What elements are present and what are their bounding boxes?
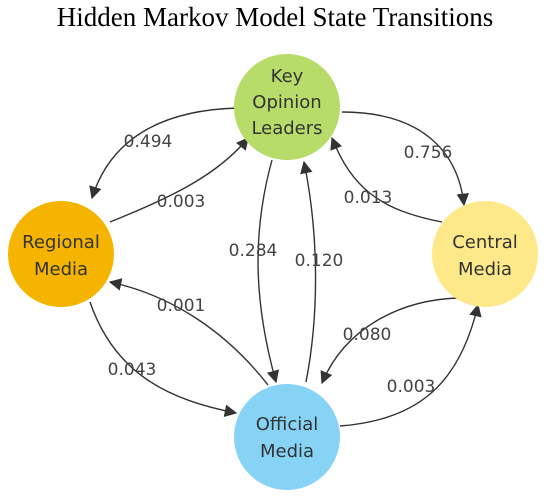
node-label-line: Media: [34, 259, 88, 280]
node-circle: [234, 384, 340, 490]
edge-official-to-kol: [300, 160, 317, 383]
node-official-media: Official Media: [234, 384, 340, 490]
node-label-line: Media: [458, 259, 512, 280]
edge-label-kol-to-official: 0.284: [229, 241, 278, 261]
edge-central-to-official: [320, 297, 459, 385]
node-circle: [234, 54, 340, 160]
node-label-line: Central: [452, 232, 518, 253]
node-regional-media: Regional Media: [8, 201, 114, 307]
edge-official-to-regional: [108, 278, 269, 386]
node-circle: [432, 201, 538, 307]
edge-label-official-to-regional: 0.001: [157, 296, 206, 316]
edge-label-official-to-central: 0.003: [387, 377, 436, 397]
edge-label-kol-to-regional: 0.494: [124, 132, 173, 152]
edge-label-kol-to-central: 0.756: [404, 143, 453, 163]
node-label-line: Regional: [22, 232, 100, 253]
diagram-title: Hidden Markov Model State Transitions: [56, 2, 494, 32]
node-label-line: Media: [260, 441, 314, 462]
node-label-line: Leaders: [251, 118, 322, 139]
edge-label-official-to-kol: 0.120: [295, 251, 344, 271]
node-circle: [8, 201, 114, 307]
edge-kol-to-regional: [89, 107, 239, 200]
edge-label-regional-to-kol: 0.003: [157, 192, 206, 212]
edge-label-central-to-official: 0.080: [343, 325, 392, 345]
edge-regional-to-official: [89, 301, 238, 417]
edge-label-regional-to-official: 0.043: [108, 360, 157, 380]
edge-regional-to-kol: [109, 137, 249, 223]
edge-kol-to-official: [257, 159, 280, 384]
edge-kol-to-central: [341, 111, 470, 207]
edge-official-to-central: [339, 303, 482, 427]
node-central-media: Central Media: [432, 201, 538, 307]
edge-label-central-to-kol: 0.013: [344, 188, 393, 208]
node-label-line: Opinion: [252, 92, 321, 113]
node-label-line: Official: [256, 414, 319, 435]
edge-central-to-kol: [330, 136, 443, 223]
node-label-line: Key: [271, 66, 304, 87]
node-key-opinion-leaders: Key Opinion Leaders: [234, 54, 340, 160]
